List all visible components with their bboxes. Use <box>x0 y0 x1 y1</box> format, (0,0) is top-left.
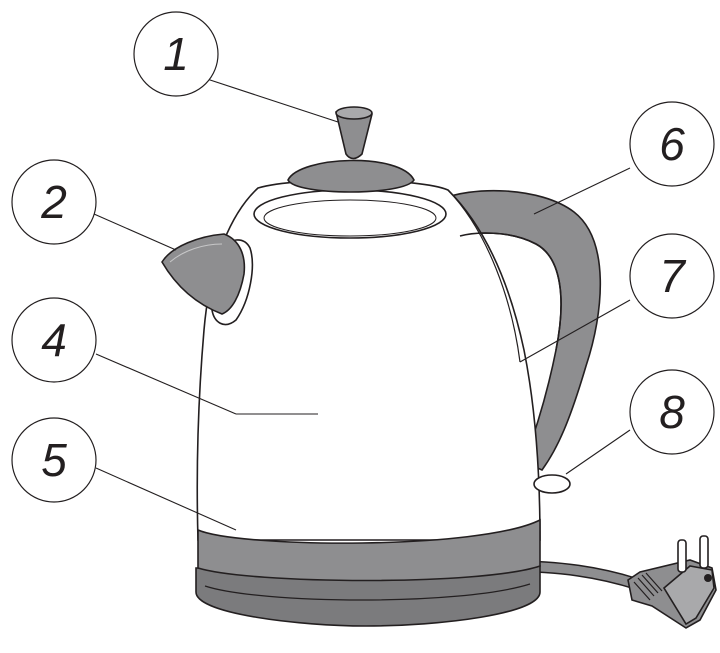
kettle-spout <box>161 233 254 326</box>
lid-knob <box>335 106 373 160</box>
leader-7 <box>519 299 631 363</box>
water-level-band <box>197 518 541 582</box>
kettle-body <box>196 179 541 541</box>
callout-8-label: 8 <box>659 386 685 438</box>
leader-4 <box>95 353 237 415</box>
callout-2: 2 <box>11 159 97 245</box>
callout-4: 4 <box>11 297 97 383</box>
leader-8 <box>565 429 631 475</box>
callout-5-label: 5 <box>41 434 67 486</box>
callout-4-label: 4 <box>41 314 67 366</box>
callout-6-label: 6 <box>659 118 685 170</box>
callout-7: 7 <box>629 233 715 319</box>
callout-1: 1 <box>133 11 219 97</box>
kettle-lid <box>253 159 447 239</box>
callout-6: 6 <box>629 101 715 187</box>
leader-1 <box>203 77 339 123</box>
leader-lines <box>93 77 631 531</box>
callout-8: 8 <box>629 369 715 455</box>
power-switch <box>533 474 571 494</box>
leader-2 <box>93 213 177 251</box>
callout-7-label: 7 <box>659 250 686 302</box>
callout-2-label: 2 <box>40 176 67 228</box>
callout-1-label: 1 <box>163 28 189 80</box>
kettle-base <box>195 565 541 627</box>
leader-6 <box>533 167 631 215</box>
leader-5 <box>95 467 237 531</box>
power-plug <box>627 535 717 629</box>
callout-5: 5 <box>11 417 97 503</box>
